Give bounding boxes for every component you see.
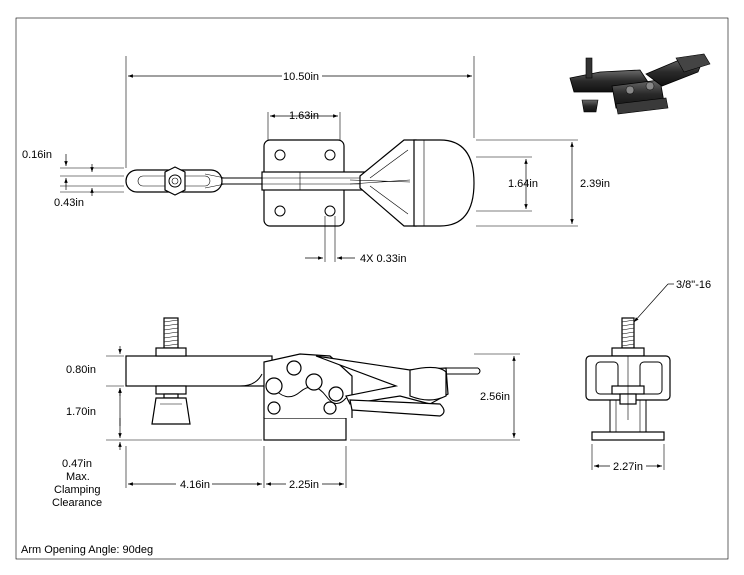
label-handle-eye: 0.43in — [54, 197, 84, 209]
end-view: 3/8"-16 2.27in — [585, 279, 711, 473]
label-clearance-value: 0.47in — [62, 458, 92, 470]
label-overall-length: 10.50in — [283, 71, 319, 83]
label-spindle-offset: 4.16in — [180, 479, 210, 491]
iso-view — [569, 53, 711, 115]
label-clearance-line1: Max. — [66, 471, 90, 483]
side-spindle — [151, 317, 191, 425]
label-base-length: 2.25in — [289, 479, 319, 491]
top-view: 10.50in 1.63in 0.16in 0.43in 1.64in 2.39… — [22, 56, 610, 265]
label-clearance-line3: Clearance — [52, 497, 102, 509]
top-nut-icon — [164, 166, 186, 196]
mount-hole-icon — [324, 149, 336, 161]
arm-opening-note: Arm Opening Angle: 90deg — [21, 544, 154, 556]
label-end-base-width: 2.27in — [613, 461, 643, 473]
label-base-width: 1.63in — [289, 110, 319, 122]
label-spindle-height: 0.80in — [66, 364, 96, 376]
label-pad-height: 1.64in — [508, 178, 538, 190]
side-view: 0.80in 1.70in 0.47in Max. Clamping Clear… — [52, 317, 520, 509]
label-clearance-line2: Clamping — [54, 484, 100, 496]
label-thread: 3/8"-16 — [676, 279, 711, 291]
sheet-border — [15, 17, 729, 560]
label-overall-width: 2.39in — [580, 178, 610, 190]
side-base — [263, 417, 347, 441]
top-pad — [413, 139, 475, 227]
mount-hole-icon — [324, 205, 336, 217]
mount-hole-icon — [274, 149, 286, 161]
spindle-pad-icon — [151, 397, 191, 425]
mount-hole-icon — [274, 205, 286, 217]
end-base-plate — [591, 431, 665, 441]
label-bar-height: 1.70in — [66, 406, 96, 418]
label-handle-small: 0.16in — [22, 149, 52, 161]
side-bar — [125, 355, 273, 387]
label-holes: 4X 0.33in — [360, 253, 406, 265]
label-total-height: 2.56in — [480, 391, 510, 403]
